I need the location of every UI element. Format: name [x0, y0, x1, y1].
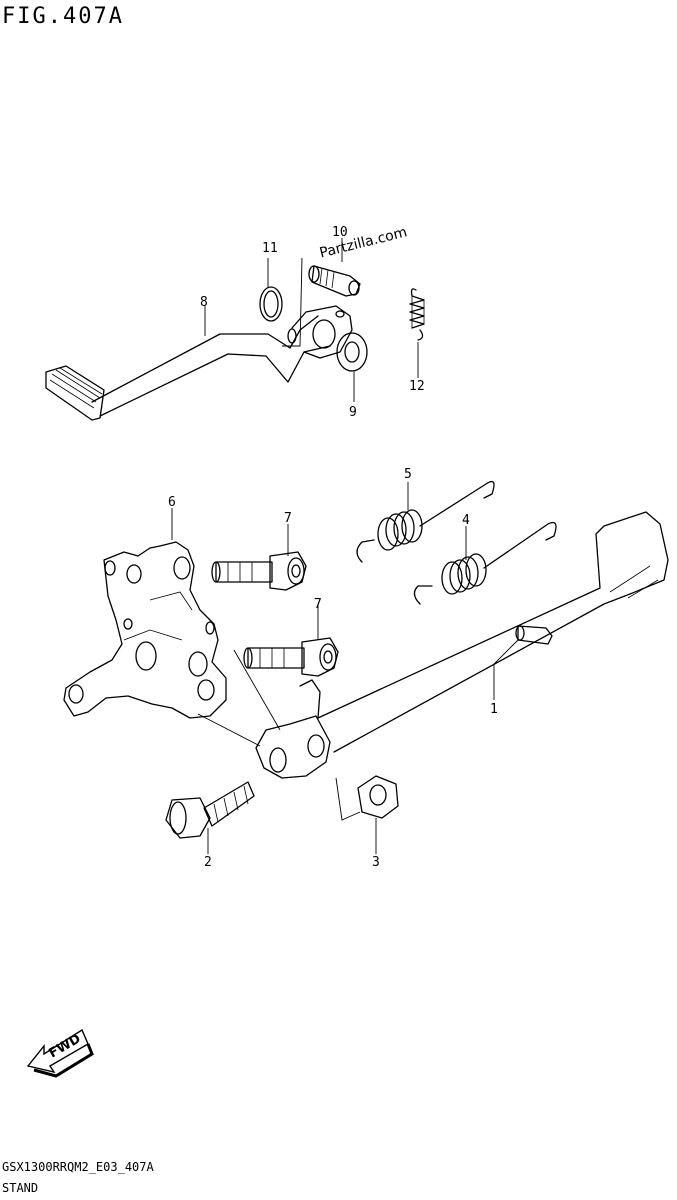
callout-4: 4 — [462, 513, 470, 528]
part-12-spring[interactable] — [409, 288, 425, 341]
part-8-pedal[interactable] — [45, 305, 353, 421]
part-2-bolt[interactable] — [165, 781, 255, 839]
callout-12: 12 — [409, 379, 425, 394]
part-1-side-stand[interactable] — [255, 511, 669, 779]
callout-11: 11 — [262, 241, 278, 256]
callout-7-upper: 7 — [284, 511, 292, 526]
part-5-spring[interactable] — [356, 480, 495, 563]
part-9-washer[interactable] — [336, 332, 368, 372]
callout-2: 2 — [204, 855, 212, 870]
callout-9: 9 — [349, 405, 357, 420]
callout-7-lower: 7 — [314, 597, 322, 612]
part-7-bolt-lower[interactable] — [243, 637, 339, 677]
footer-code: GSX1300RRQM2_E03_407A — [2, 1160, 154, 1174]
callout-10: 10 — [332, 225, 348, 240]
part-7-bolt-upper[interactable] — [211, 551, 307, 591]
callout-6: 6 — [168, 495, 176, 510]
footer-name: STAND — [2, 1181, 39, 1195]
part-6-bracket[interactable] — [63, 541, 227, 719]
part-3-nut[interactable] — [357, 775, 399, 819]
part-11-snap-ring[interactable] — [259, 286, 283, 322]
figure-title: FIG.407A — [2, 4, 124, 29]
callout-3: 3 — [372, 855, 380, 870]
part-10-bolt[interactable] — [308, 265, 361, 297]
callout-8: 8 — [200, 295, 208, 310]
leader-lines — [171, 238, 519, 854]
fwd-arrow-icon: FWD — [26, 1028, 94, 1078]
part-4-spring[interactable] — [413, 521, 557, 605]
callout-1: 1 — [490, 702, 498, 717]
callout-5: 5 — [404, 467, 412, 482]
